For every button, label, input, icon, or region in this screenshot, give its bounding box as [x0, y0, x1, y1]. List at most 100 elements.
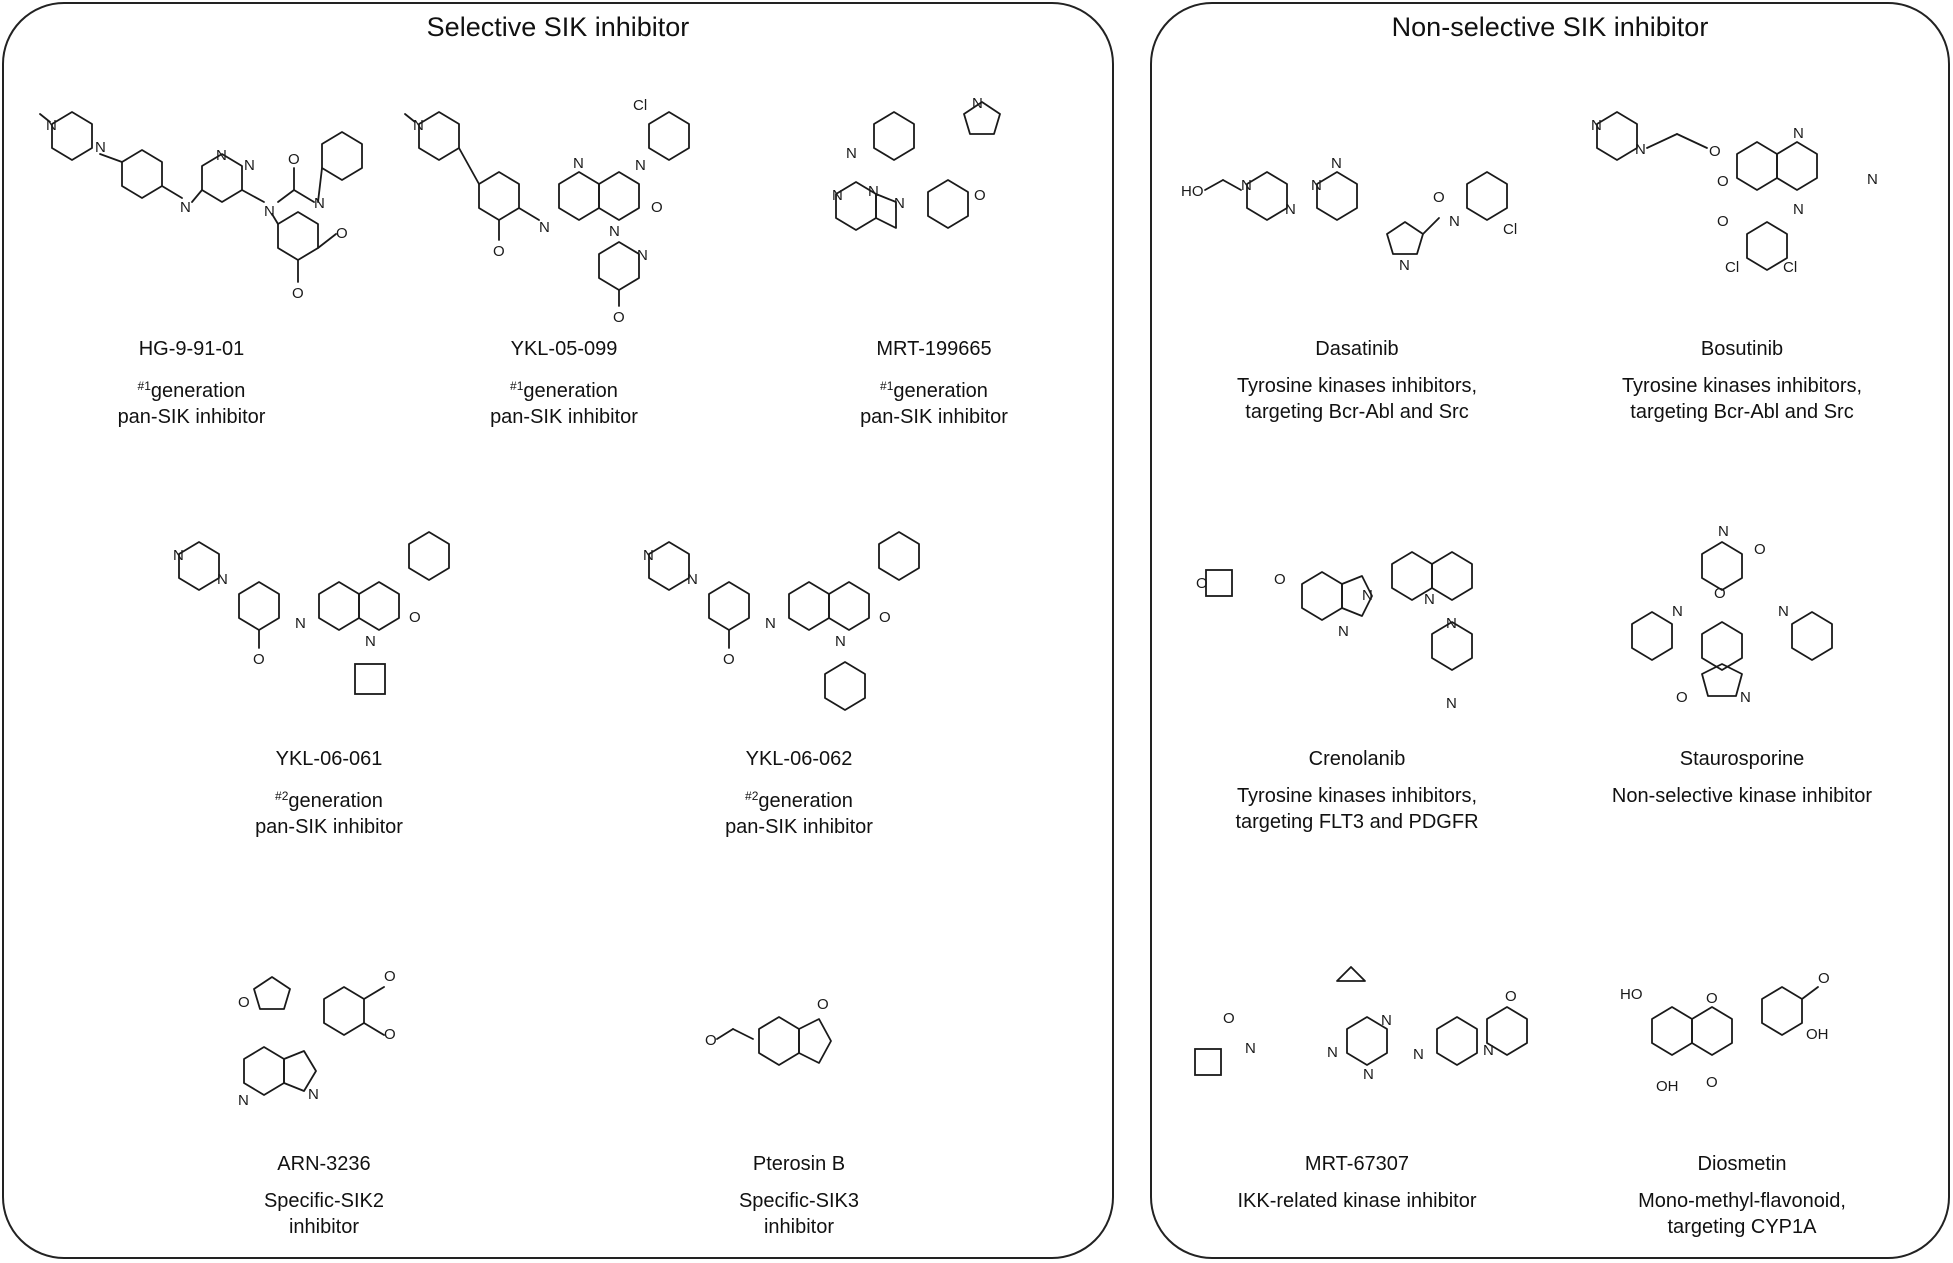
svg-text:N: N: [1591, 117, 1602, 134]
structure-mrt-67307: ON N NN N NO: [1194, 966, 1528, 1083]
svg-text:O: O: [1274, 571, 1286, 588]
svg-text:Cl: Cl: [1503, 221, 1517, 238]
svg-text:Cl: Cl: [633, 97, 647, 114]
svg-text:N: N: [1285, 201, 1296, 218]
svg-text:N: N: [635, 157, 646, 174]
svg-text:N: N: [1311, 177, 1322, 194]
svg-text:N: N: [539, 219, 550, 236]
svg-text:N: N: [1793, 125, 1804, 142]
svg-text:N: N: [1327, 1044, 1338, 1061]
svg-text:N: N: [1413, 1046, 1424, 1063]
svg-text:N: N: [846, 145, 857, 162]
svg-text:O: O: [1706, 990, 1718, 1007]
svg-text:N: N: [413, 117, 424, 134]
svg-text:N: N: [180, 199, 191, 216]
svg-text:N: N: [573, 155, 584, 172]
svg-text:N: N: [832, 187, 843, 204]
svg-text:N: N: [1449, 213, 1460, 230]
svg-text:N: N: [1483, 1042, 1494, 1059]
svg-text:N: N: [1241, 177, 1252, 194]
svg-text:N: N: [765, 615, 776, 632]
compound-description: IKK-related kinase inhibitor: [1237, 1190, 1477, 1212]
svg-text:N: N: [1740, 689, 1751, 706]
structure-hg-9-91-01: NN N NN N O N O O: [38, 111, 363, 302]
svg-text:N: N: [1446, 695, 1457, 712]
svg-text:Cl: Cl: [1725, 259, 1739, 276]
svg-text:O: O: [336, 225, 348, 242]
svg-text:O: O: [1717, 173, 1729, 190]
svg-text:O: O: [288, 151, 300, 168]
svg-text:N: N: [238, 1092, 249, 1109]
svg-text:N: N: [643, 547, 654, 564]
svg-text:N: N: [46, 117, 57, 134]
svg-text:O: O: [1818, 970, 1830, 987]
svg-text:O: O: [723, 651, 735, 668]
svg-text:O: O: [253, 651, 265, 668]
structure-crenolanib: O O NN N NN: [1196, 551, 1473, 712]
compound-name: MRT-67307: [1304, 1153, 1410, 1175]
structure-pterosin-b: O O: [705, 996, 832, 1066]
svg-text:O: O: [1433, 189, 1445, 206]
svg-text:O: O: [409, 609, 421, 626]
svg-text:N: N: [1363, 1066, 1374, 1083]
svg-text:O: O: [1676, 689, 1688, 706]
svg-text:O: O: [1717, 213, 1729, 230]
compound-description: Mono-methyl-flavonoid,targeting CYP1A: [1638, 1190, 1846, 1238]
svg-text:N: N: [1635, 141, 1646, 158]
svg-text:Cl: Cl: [1783, 259, 1797, 276]
svg-text:O: O: [1196, 575, 1208, 592]
svg-text:N: N: [1793, 201, 1804, 218]
svg-text:N: N: [868, 183, 879, 200]
svg-text:O: O: [384, 968, 396, 985]
compound-name: MRT-199665: [876, 338, 992, 360]
compound-description: Non-selective kinase inhibitor: [1611, 785, 1873, 807]
svg-text:N: N: [1381, 1012, 1392, 1029]
svg-text:N: N: [95, 139, 106, 156]
structure-ykl-06-061: NN O N ON: [173, 531, 450, 695]
selective-sik-panel: Selective SIK inhibitor N N N N N N O N O …: [2, 2, 1114, 1259]
svg-text:O: O: [238, 994, 250, 1011]
svg-text:O: O: [493, 243, 505, 260]
svg-text:N: N: [1778, 603, 1789, 620]
panel-title-selective: Selective SIK inhibitor: [426, 12, 690, 42]
svg-text:N: N: [1399, 257, 1410, 274]
svg-text:N: N: [314, 195, 325, 212]
svg-text:N: N: [835, 633, 846, 650]
compound-name: YKL-06-061: [275, 748, 383, 770]
svg-text:O: O: [651, 199, 663, 216]
svg-text:O: O: [1714, 585, 1726, 602]
svg-text:N: N: [1245, 1040, 1256, 1057]
svg-text:N: N: [687, 571, 698, 588]
compound-description: Tyrosine kinases inhibitors,targeting Bc…: [1236, 375, 1478, 423]
svg-text:N: N: [1331, 155, 1342, 172]
svg-text:OH: OH: [1656, 1078, 1679, 1095]
svg-text:OH: OH: [1806, 1026, 1829, 1043]
compound-name: Pterosin B: [752, 1153, 846, 1175]
compound-name: Staurosporine: [1679, 748, 1805, 770]
svg-text:O: O: [879, 609, 891, 626]
svg-text:N: N: [173, 547, 184, 564]
compound-name: ARN-3236: [277, 1153, 371, 1175]
svg-text:N: N: [609, 223, 620, 240]
svg-text:O: O: [1709, 143, 1721, 160]
panel-title-nonselective: Non-selective SIK inhibitor: [1391, 12, 1709, 42]
